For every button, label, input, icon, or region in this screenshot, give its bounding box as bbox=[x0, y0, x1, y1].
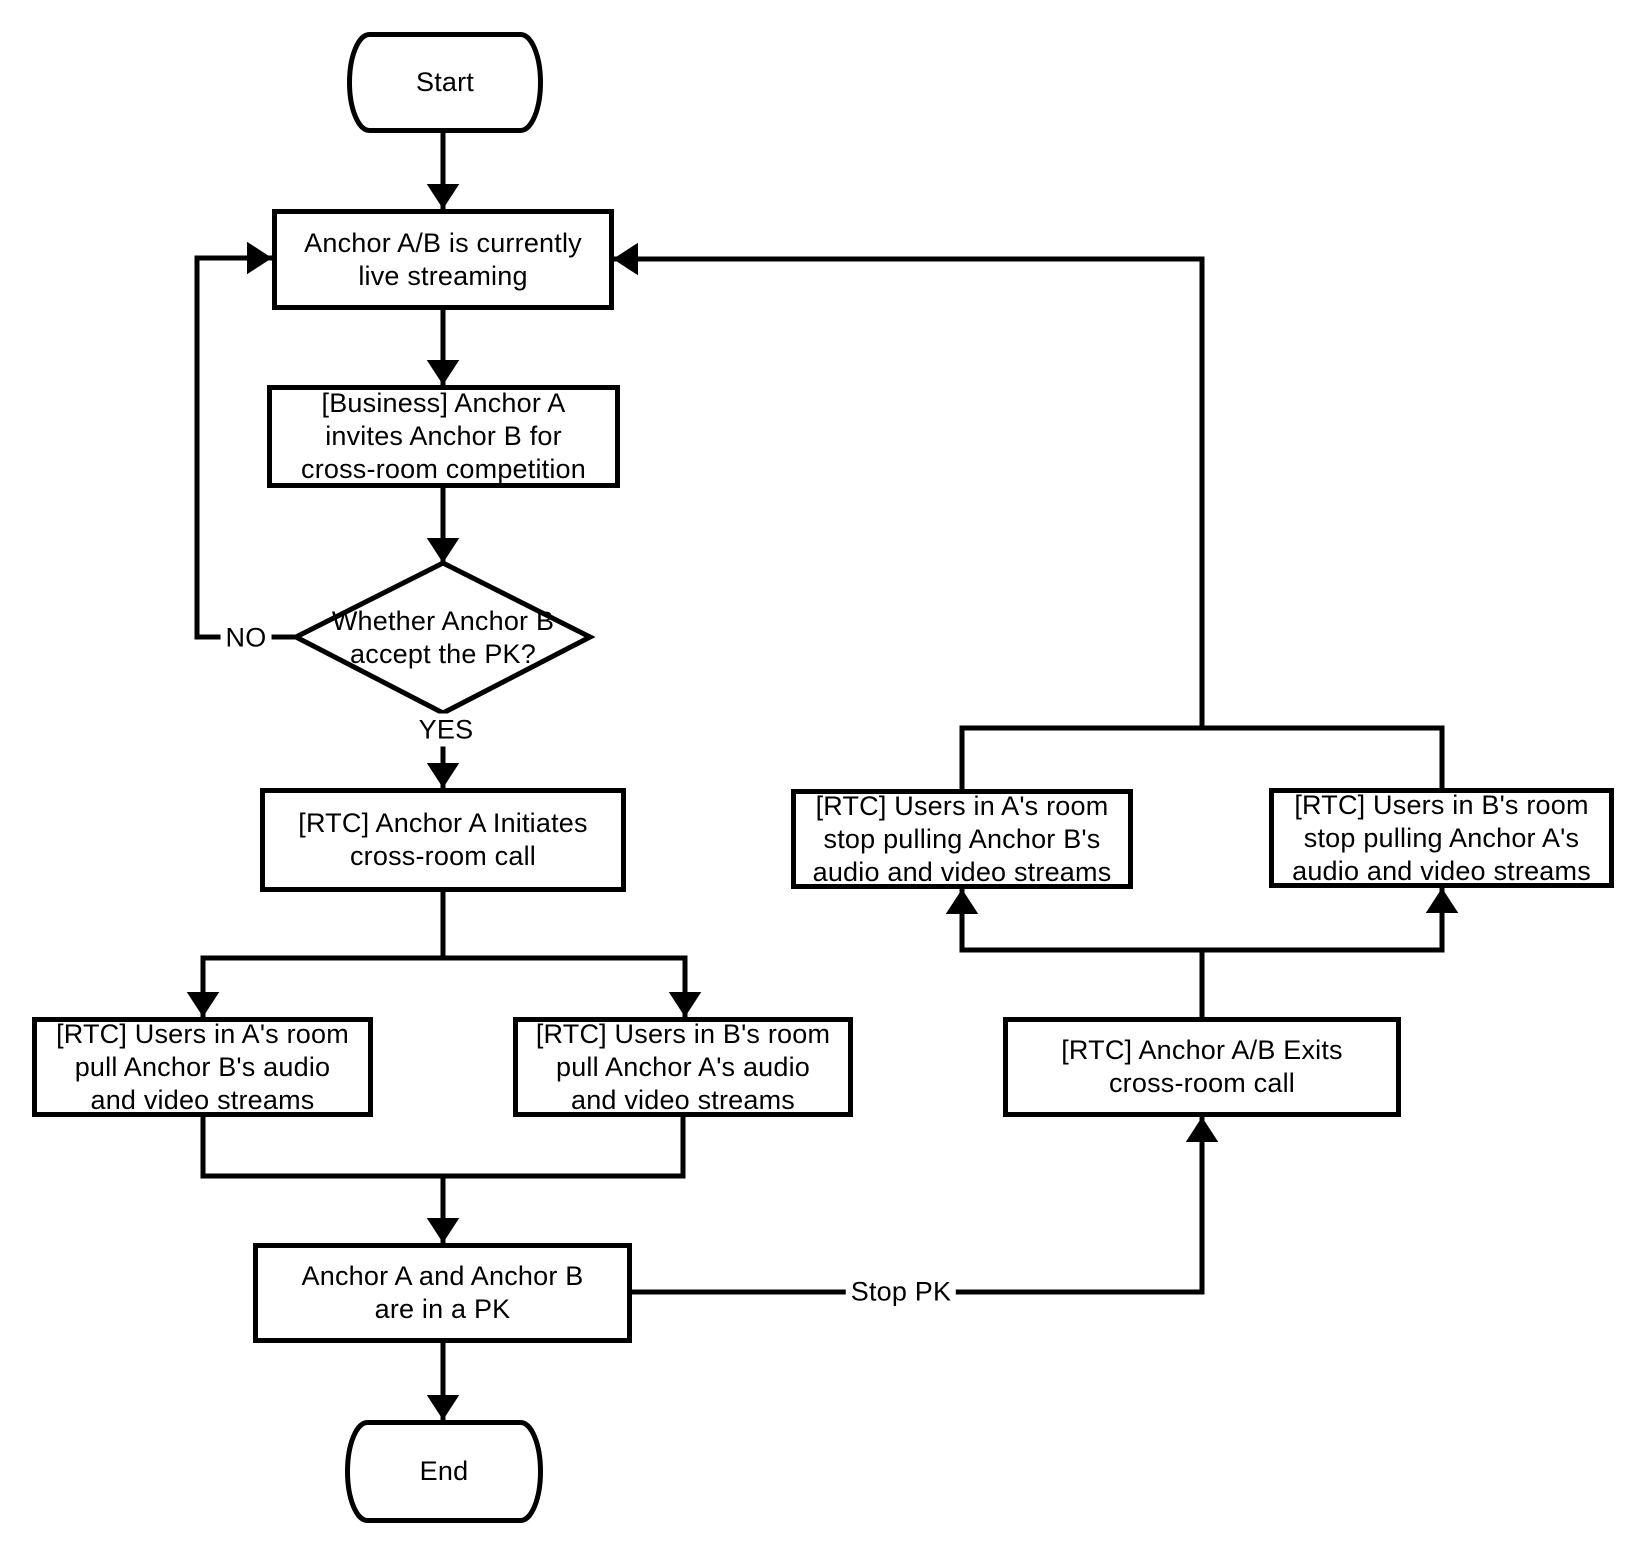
stop-pull-b-box: [RTC] Users in B's room stop pulling Anc… bbox=[1269, 788, 1614, 888]
initiate-call-box: [RTC] Anchor A Initiates cross-room call bbox=[260, 788, 626, 892]
pull-a-box: [RTC] Users in A's room pull Anchor B's … bbox=[32, 1017, 373, 1117]
exit-call-box: [RTC] Anchor A/B Exits cross-room call bbox=[1003, 1017, 1401, 1117]
pull-b-box: [RTC] Users in B's room pull Anchor A's … bbox=[513, 1017, 853, 1117]
decision-diamond-shape bbox=[290, 560, 596, 716]
invite-box: [Business] Anchor A invites Anchor B for… bbox=[267, 385, 620, 488]
edge-split-to-stop-boxes bbox=[945, 888, 1459, 953]
edge-feedback-to-live bbox=[613, 242, 1205, 728]
no-edge-label: NO bbox=[220, 621, 272, 655]
live-streaming-box: Anchor A/B is currently live streaming bbox=[272, 209, 614, 310]
pk-box: Anchor A and Anchor B are in a PK bbox=[253, 1243, 632, 1343]
yes-edge-label: YES bbox=[413, 713, 479, 747]
edge-pull-merge bbox=[200, 1116, 686, 1179]
end-terminator-label: End bbox=[419, 1456, 469, 1486]
end-terminator-shape bbox=[345, 1420, 543, 1523]
edge-stop-pk-to-exit bbox=[632, 1117, 1219, 1295]
start-terminator-label: Start bbox=[415, 67, 475, 97]
edge-stop-boxes-merge bbox=[959, 725, 1445, 789]
edge-split-to-pull-boxes bbox=[186, 955, 702, 1017]
decision-diamond-label: Whether Anchor B accept the PK? bbox=[331, 606, 555, 669]
stop-pk-edge-label: Stop PK bbox=[845, 1275, 957, 1309]
start-terminator-shape bbox=[347, 32, 543, 133]
stop-pull-a-box: [RTC] Users in A's room stop pulling Anc… bbox=[791, 789, 1133, 889]
